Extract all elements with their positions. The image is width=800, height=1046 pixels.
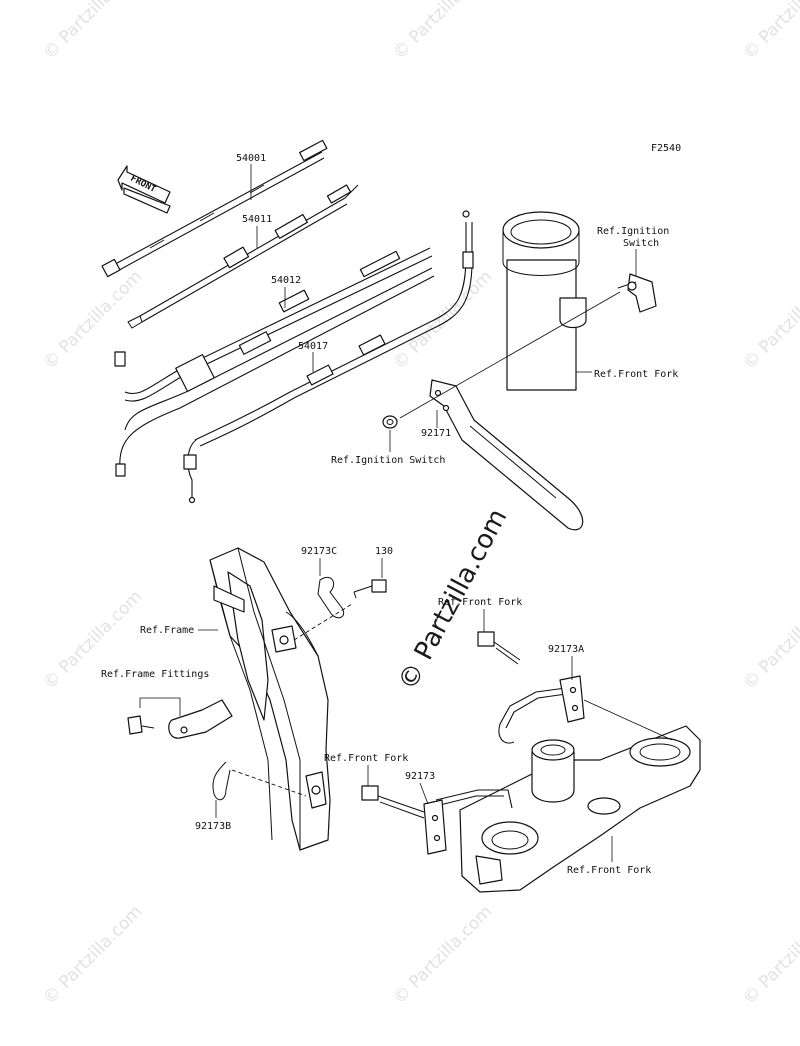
bolt-130: [353, 579, 387, 599]
watermark: © Partzilla.com: [739, 0, 800, 64]
diagram-code: F2540: [651, 143, 681, 154]
bolt-upper: [477, 631, 521, 665]
throttle-cable-54012: [114, 247, 435, 477]
part-label-54017: 54017: [298, 341, 328, 352]
ref-front-fork-upper-label: Ref.Front Fork: [438, 597, 522, 608]
steering-stem: [459, 725, 701, 893]
ref-frame-fittings-label: Ref.Frame Fittings: [101, 669, 209, 680]
frame-fittings: [127, 699, 233, 739]
ref-front-fork-lower-label: Ref.Front Fork: [324, 753, 408, 764]
cable-holder-92171: [429, 379, 584, 531]
leader-92173: [419, 782, 429, 805]
watermark: © Partzilla.com: [39, 0, 146, 64]
cable-guide-92173: [423, 789, 513, 855]
ref-ignition-switch-label: Ref.Ignition Switch: [331, 455, 445, 466]
ref-front-fork-label: Ref.Front Fork: [594, 369, 678, 380]
part-label-54012: 54012: [271, 275, 301, 286]
front-arrow-icon: FRONT: [117, 165, 171, 214]
part-label-130: 130: [375, 546, 393, 557]
cable-guide-92173a: [498, 675, 585, 744]
part-label-92173b: 92173B: [195, 821, 231, 832]
front-fork-tube: [502, 211, 587, 391]
part-label-92173c: 92173C: [301, 546, 337, 557]
ref-frame-label: Ref.Frame: [140, 625, 194, 636]
watermark: © Partzilla.com: [39, 902, 146, 1009]
speedometer-cable-54001: [101, 139, 328, 278]
watermark: © Partzilla.com: [389, 0, 496, 64]
ref-front-fork-bottom-label: Ref.Front Fork: [567, 865, 651, 876]
part-label-54011: 54011: [242, 214, 272, 225]
watermark: © Partzilla.com: [389, 267, 496, 374]
throttle-cable-54011: [127, 184, 359, 329]
part-label-92173a: 92173A: [548, 644, 584, 655]
clamp-92173b: [212, 761, 231, 801]
part-label-92171: 92171: [421, 428, 451, 439]
nut: [382, 415, 398, 429]
ref-ignition-switch-top-label: Ref.Ignition: [597, 226, 669, 237]
watermark-layer: © Partzilla.com © Partzilla.com © Partzi…: [39, 0, 800, 1009]
clutch-cable-54017: [183, 210, 474, 504]
frame: [209, 547, 331, 851]
watermark: © Partzilla.com: [739, 902, 800, 1009]
frame-dashed-line-2: [231, 769, 307, 797]
clamp-92173c: [317, 576, 344, 619]
part-label-54001: 54001: [236, 153, 266, 164]
holder-guide-line: [399, 291, 621, 419]
guide-line-92173a: [583, 699, 673, 741]
watermark: © Partzilla.com: [389, 902, 496, 1009]
ignition-switch-bolt: [617, 273, 657, 313]
watermark: © Partzilla.com: [739, 587, 800, 694]
watermark: © Partzilla.com: [739, 267, 800, 374]
ref-ignition-switch-top-label-2: Switch: [623, 238, 659, 249]
frame-dashed-line-1: [293, 603, 353, 641]
part-label-92173: 92173: [405, 771, 435, 782]
bolt-lower: [361, 785, 425, 819]
watermark: © Partzilla.com: [39, 267, 146, 374]
leader-ref-frame-fittings: [139, 697, 181, 716]
